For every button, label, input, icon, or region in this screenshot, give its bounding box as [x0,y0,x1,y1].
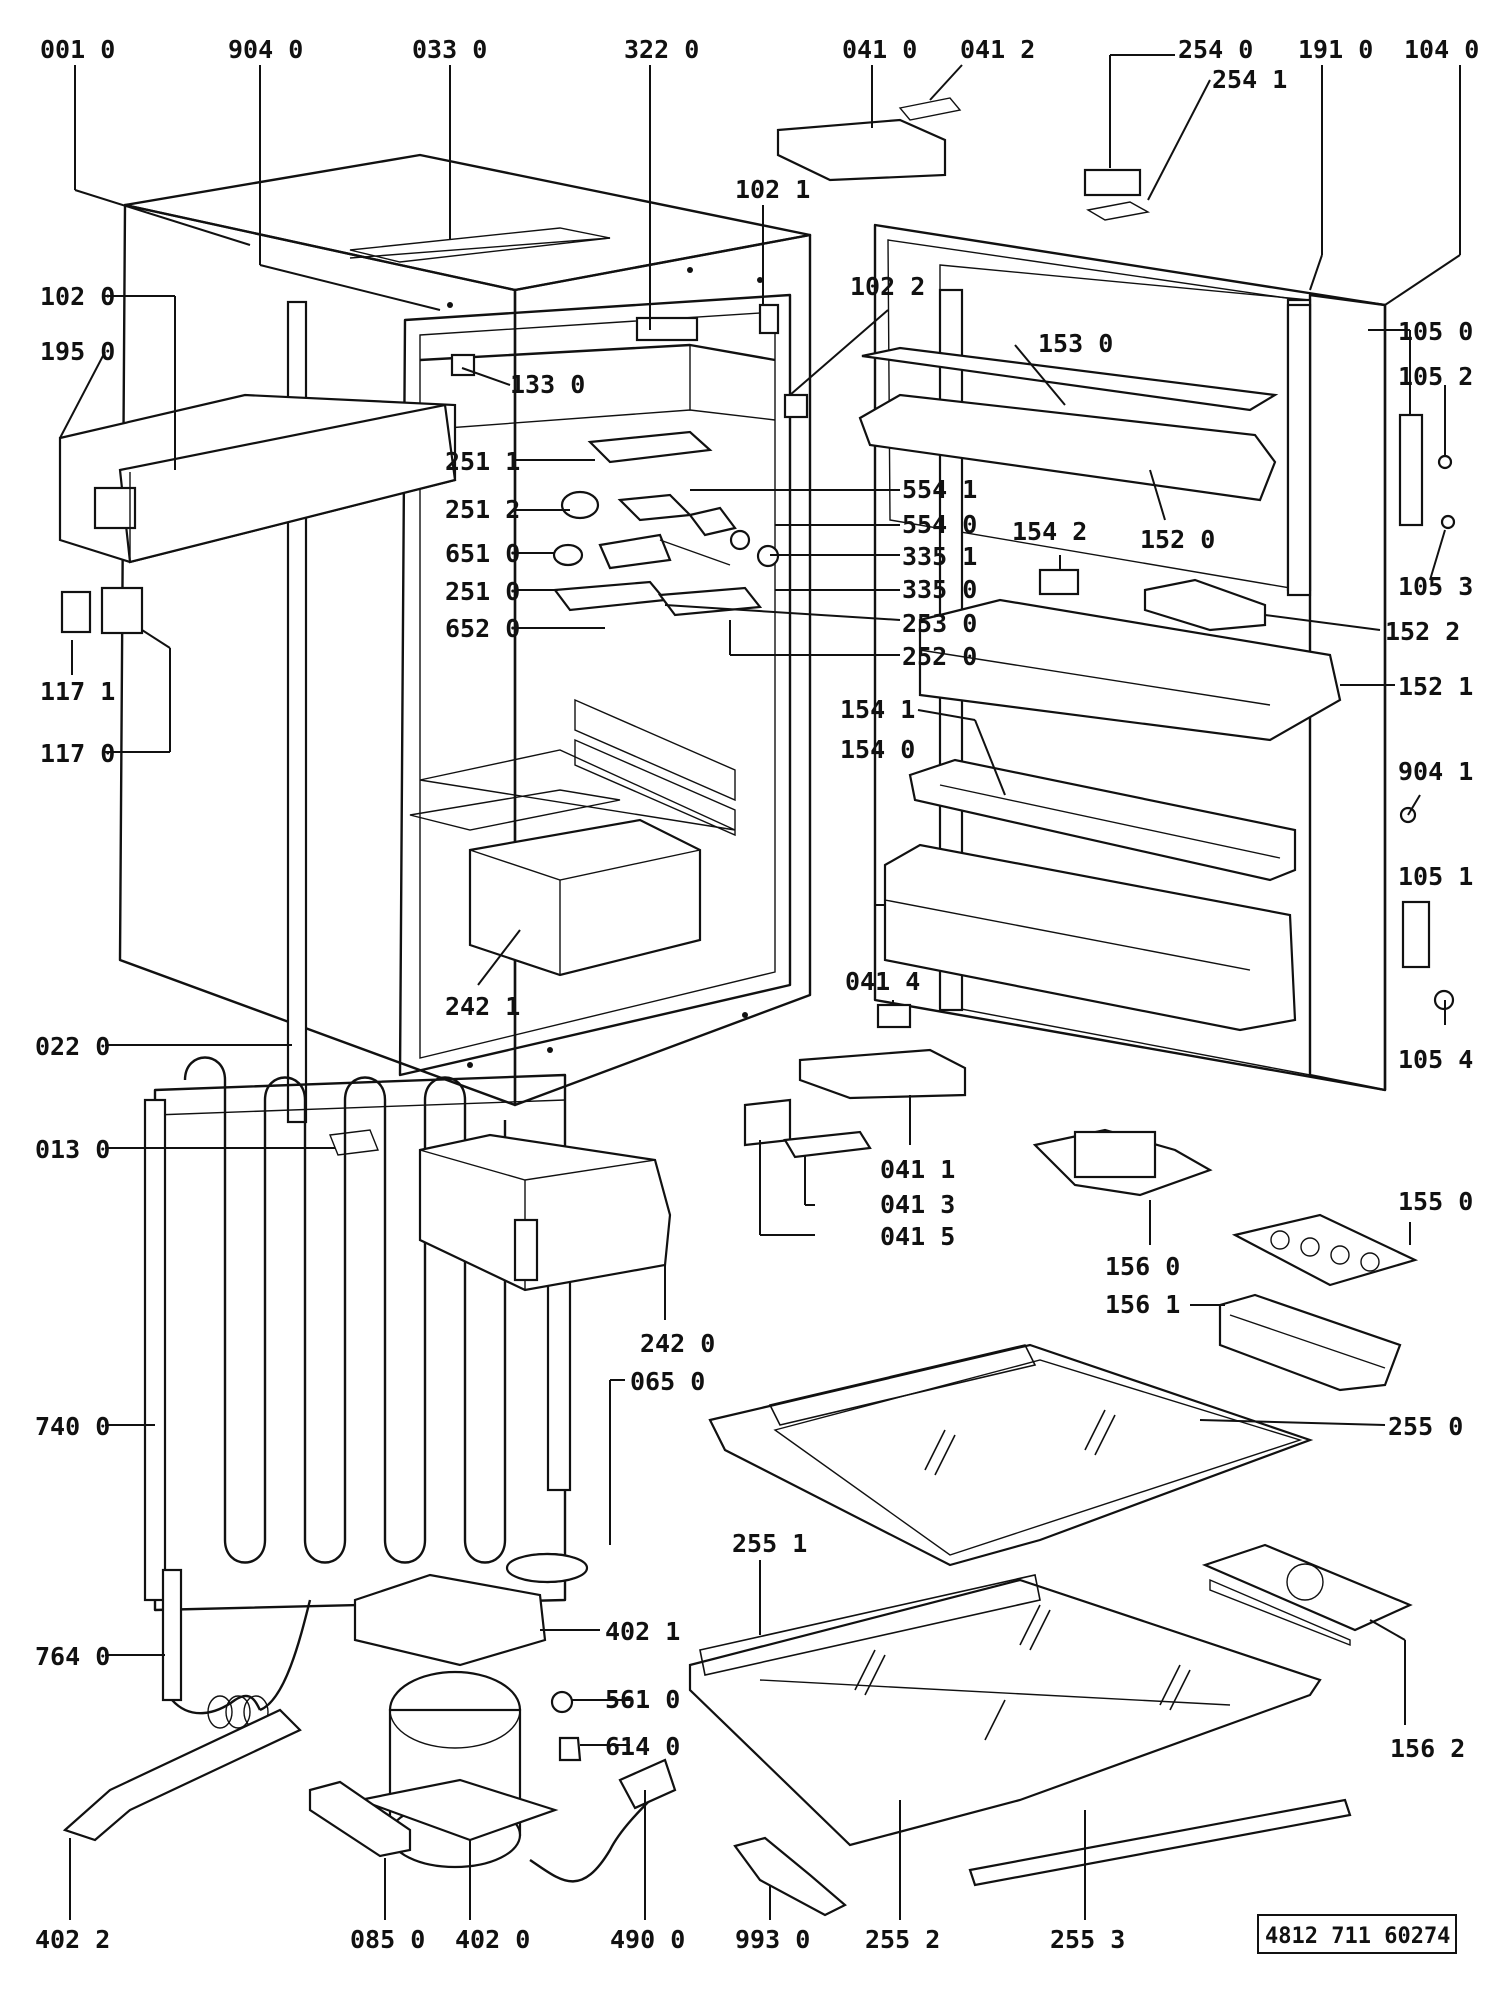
part-label: 105 1 [1398,862,1473,891]
part-label: 104 0 [1404,35,1479,64]
control-panel-drawing [58,393,457,564]
part-label: 322 0 [624,35,699,64]
part-label: 251 0 [445,577,520,606]
top-hinge-and-handle [758,97,1151,419]
part-label: 255 1 [732,1529,807,1558]
part-label: 254 0 [1178,35,1253,64]
part-label: 402 2 [35,1925,110,1954]
bottom-hinge-parts [743,1003,967,1159]
glass-shelves [688,1343,1352,1887]
part-label: 105 3 [1398,572,1473,601]
part-label: 156 2 [1390,1734,1465,1763]
part-label: 041 1 [880,1155,955,1184]
part-label: 251 1 [445,447,520,476]
part-label: 402 1 [605,1617,680,1646]
part-label: 335 1 [902,542,977,571]
part-label: 614 0 [605,1732,680,1761]
part-label: 402 0 [455,1925,530,1954]
part-label: 254 1 [1212,65,1287,94]
part-label: 652 0 [445,614,520,643]
part-label: 001 0 [40,35,115,64]
part-label: 252 0 [902,642,977,671]
part-label: 133 0 [510,370,585,399]
part-label: 740 0 [35,1412,110,1441]
doc-ref-box [1257,1914,1457,1954]
thermostat-tube [161,1568,312,1729]
part-label: 041 4 [845,967,920,996]
part-label: 554 1 [902,475,977,504]
part-label: 117 1 [40,677,115,706]
part-label: 335 0 [902,575,977,604]
compressor-drawing [62,1218,677,1883]
part-label: 554 0 [902,510,977,539]
doc-reference: 4812 711 60274 [1257,1914,1457,1954]
part-label: 255 2 [865,1925,940,1954]
part-label: 904 0 [228,35,303,64]
part-label: 242 0 [640,1329,715,1358]
doc-ref-text: 4812 711 60274 [1265,1924,1450,1949]
door-drawing [858,223,1387,1092]
leader-lines [59,54,1461,1920]
hinge-parts-117 [60,586,144,635]
part-label: 102 2 [850,272,925,301]
part-label: 253 0 [902,609,977,638]
part-label: 156 1 [1105,1290,1180,1319]
part-label: 154 0 [840,735,915,764]
part-label: 154 2 [1012,517,1087,546]
part-label: 255 3 [1050,1925,1125,1954]
part-label: 105 0 [1398,317,1473,346]
part-label: 152 1 [1398,672,1473,701]
cabinet-drawing [118,153,812,1124]
part-label: 561 0 [605,1685,680,1714]
part-label: 105 2 [1398,362,1473,391]
part-label: 041 5 [880,1222,955,1251]
accessories-drawing [733,1128,1419,1917]
part-label: 041 0 [842,35,917,64]
part-label: 041 2 [960,35,1035,64]
part-label: 065 0 [630,1367,705,1396]
part-label: 154 1 [840,695,915,724]
part-label: 155 0 [1398,1187,1473,1216]
part-label: 102 0 [40,282,115,311]
part-label: 117 0 [40,739,115,768]
part-label: 156 0 [1105,1252,1180,1281]
part-label: 764 0 [35,1642,110,1671]
part-labels: 001 0 904 0 033 0 322 0 041 0 041 2 254 … [35,35,1479,1954]
part-label: 153 0 [1038,329,1113,358]
part-label: 191 0 [1298,35,1373,64]
drawer-242 [418,1133,672,1292]
part-label: 242 1 [445,992,520,1021]
part-label: 105 4 [1398,1045,1473,1074]
part-label: 041 3 [880,1190,955,1219]
part-label: 255 0 [1388,1412,1463,1441]
part-label: 195 0 [40,337,115,366]
part-label: 251 2 [445,495,520,524]
part-label: 152 2 [1385,617,1460,646]
part-label: 033 0 [412,35,487,64]
part-label: 013 0 [35,1135,110,1164]
part-label: 085 0 [350,1925,425,1954]
part-label: 904 1 [1398,757,1473,786]
part-label: 993 0 [735,1925,810,1954]
part-label: 490 0 [610,1925,685,1954]
part-label: 651 0 [445,539,520,568]
part-label: 152 0 [1140,525,1215,554]
part-label: 102 1 [735,175,810,204]
door-hardware-105 [1398,413,1456,1011]
part-label: 022 0 [35,1032,110,1061]
thermostat-lamp-assembly [450,316,780,617]
